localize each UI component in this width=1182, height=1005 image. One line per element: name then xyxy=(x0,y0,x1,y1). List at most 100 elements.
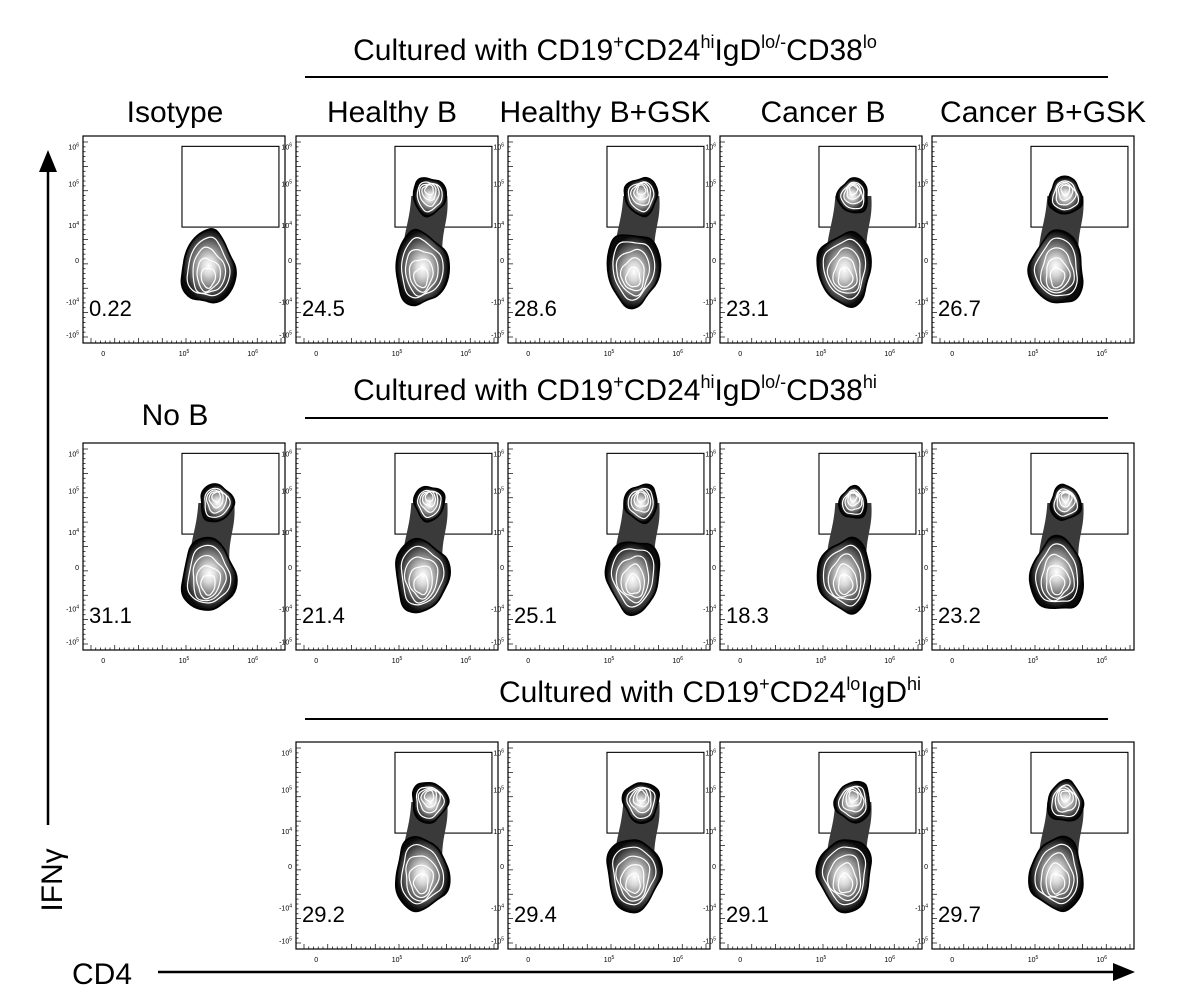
panel-frame xyxy=(507,442,711,651)
contour-line xyxy=(633,489,649,508)
contour-line xyxy=(408,565,433,600)
column-label-cancer-b-gsk: Cancer B+GSK xyxy=(940,96,1146,129)
y-tick-label: -105 xyxy=(279,331,292,340)
y-tick-label: 106 xyxy=(705,449,716,458)
contour-line xyxy=(615,855,651,902)
x-tick-label: 105 xyxy=(392,349,403,358)
population-2 xyxy=(1046,778,1085,822)
gate-percentage: 29.4 xyxy=(514,902,557,927)
column-label-healthy-b-gsk: Healthy B+GSK xyxy=(500,96,711,129)
contour-line xyxy=(1057,788,1074,809)
x-tick-label: 105 xyxy=(816,349,827,358)
contour-line xyxy=(413,266,429,289)
y-tick-label: -104 xyxy=(279,605,292,614)
contour-fill xyxy=(608,236,660,308)
contour-line xyxy=(1051,784,1080,818)
contour-line xyxy=(416,489,442,519)
contour-line xyxy=(205,489,228,514)
contour-line xyxy=(840,181,865,210)
y-tick-label: 0 xyxy=(75,565,79,572)
contour-line xyxy=(1054,786,1077,813)
y-tick-label: 0 xyxy=(75,258,79,265)
contour-line xyxy=(408,864,435,899)
gate-percentage: 23.2 xyxy=(938,603,981,628)
x-tick-label: 105 xyxy=(1028,656,1039,665)
contour-line xyxy=(832,256,858,291)
contour-line xyxy=(413,573,429,596)
contour-line xyxy=(841,786,865,813)
x-tick-label: 106 xyxy=(884,955,895,964)
contour-line xyxy=(845,787,862,807)
y-tick-label: -104 xyxy=(915,904,928,913)
panel-frame xyxy=(82,135,286,344)
x-tick-label: 106 xyxy=(672,349,683,358)
gate-percentage: 29.7 xyxy=(938,902,981,927)
x-tick-label: 0 xyxy=(526,957,530,964)
x-tick-label: 105 xyxy=(179,656,190,665)
control-label-no-b: No B xyxy=(142,399,209,432)
y-tick-label: -105 xyxy=(279,638,292,647)
contour-line xyxy=(420,789,438,808)
panel-frame xyxy=(507,135,711,344)
y-tick-label: -105 xyxy=(66,638,79,647)
contour-line xyxy=(837,266,854,288)
y-tick-label: 104 xyxy=(493,528,504,537)
contour-line xyxy=(619,864,645,898)
y-tick-label: 0 xyxy=(924,565,928,572)
contour-line xyxy=(620,563,646,599)
contour-line xyxy=(1060,184,1071,197)
contour-line xyxy=(1039,247,1075,294)
x-tick-label: 0 xyxy=(101,658,105,665)
population-1 xyxy=(604,541,661,617)
y-tick-label: 104 xyxy=(68,221,79,230)
y-tick-label: 105 xyxy=(281,487,292,496)
contour-line xyxy=(841,489,864,515)
y-tick-label: -104 xyxy=(703,298,716,307)
y-tick-label: 106 xyxy=(281,449,292,458)
x-tick-label: 106 xyxy=(884,656,895,665)
contour-line xyxy=(1033,237,1078,297)
contour-line xyxy=(415,786,445,819)
gate-percentage: 21.4 xyxy=(302,603,345,628)
y-tick-label: 104 xyxy=(705,827,716,836)
contour-line xyxy=(408,258,434,293)
panel-frame xyxy=(931,135,1135,344)
contour-line xyxy=(837,785,867,819)
column-label-healthy-b: Healthy B xyxy=(327,96,457,129)
contour-line xyxy=(610,548,655,608)
contour-line xyxy=(400,545,445,606)
contour-line xyxy=(1040,553,1075,602)
y-tick-label: 106 xyxy=(917,142,928,151)
contour-line xyxy=(1045,862,1071,898)
contour-line xyxy=(636,184,647,196)
y-tick-label: -104 xyxy=(703,904,716,913)
y-tick-label: 0 xyxy=(924,864,928,871)
contour-line xyxy=(195,564,222,600)
y-tick-label: 106 xyxy=(68,142,79,151)
panel-frame xyxy=(931,442,1135,651)
gate-percentage: 29.2 xyxy=(302,902,345,927)
contour-line xyxy=(1053,488,1079,517)
y-tick-label: 105 xyxy=(917,487,928,496)
y-tick-label: -105 xyxy=(703,638,716,647)
contour-line xyxy=(403,556,439,604)
contour-line xyxy=(1045,565,1071,599)
population-1 xyxy=(180,228,237,304)
population-2 xyxy=(621,782,661,825)
population-1 xyxy=(1028,534,1085,610)
population-2 xyxy=(833,780,871,824)
contour-line xyxy=(822,544,866,607)
x-tick-label: 106 xyxy=(460,656,471,665)
panel-frame xyxy=(719,135,923,344)
y-tick-label: 105 xyxy=(705,180,716,189)
contour-line xyxy=(625,573,641,595)
contour-line xyxy=(626,786,656,820)
contour-line xyxy=(400,237,444,299)
population-2 xyxy=(623,176,659,218)
